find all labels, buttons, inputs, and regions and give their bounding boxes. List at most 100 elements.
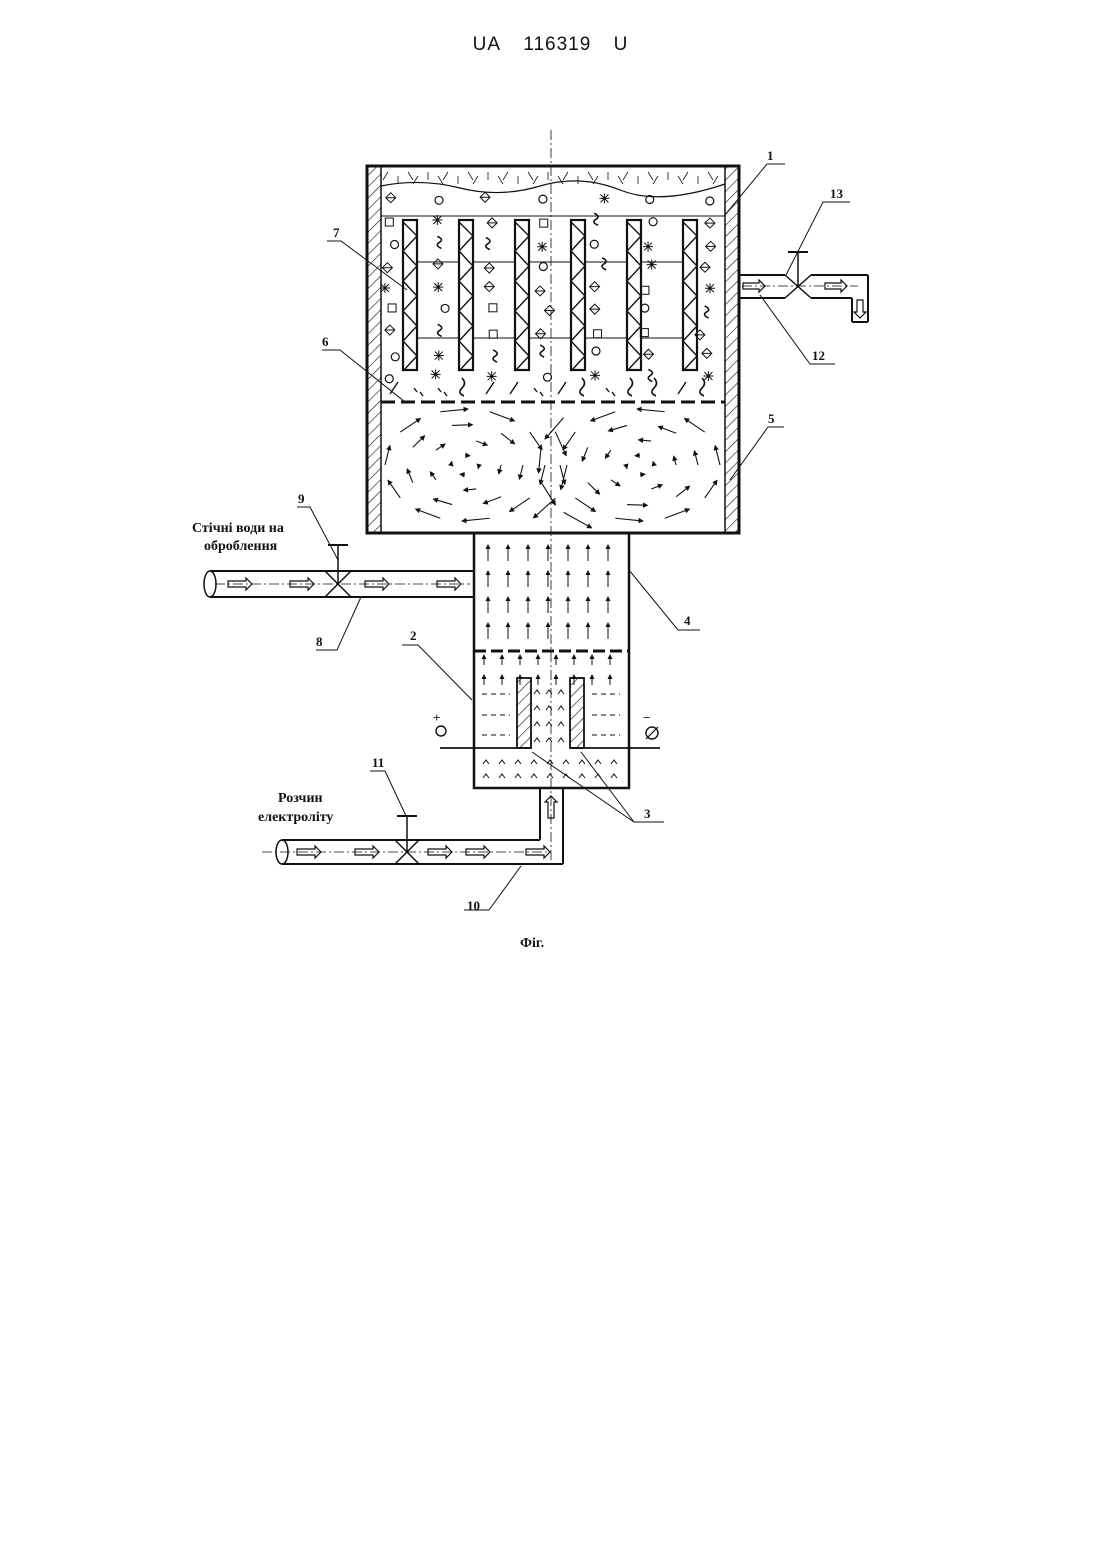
particle: [647, 260, 657, 270]
callout-12: 12: [812, 348, 825, 363]
vortex-arrow: [413, 436, 425, 447]
particle: [437, 236, 441, 248]
particle: [435, 196, 443, 204]
anode-plate: [517, 678, 531, 748]
foam-stroke: [588, 172, 593, 180]
bubble-chevron: [534, 690, 540, 694]
lower-chamber: [474, 533, 629, 788]
filter-plate-zigzag: [459, 222, 473, 371]
callout-3: 3: [644, 806, 651, 821]
vortex-arrow: [534, 498, 556, 518]
left-insulation-wall: [367, 166, 381, 533]
particle: [391, 241, 399, 249]
particle: [480, 192, 490, 202]
particle: [590, 370, 600, 380]
vortex-arrow: [588, 483, 600, 494]
vortex-arrow: [564, 512, 592, 527]
bubble-chevron: [558, 738, 564, 742]
particle: [590, 282, 600, 292]
sediment-mark: [606, 388, 615, 396]
bubble-chevron: [499, 760, 505, 764]
foam-stroke: [533, 176, 538, 184]
particle: [705, 218, 715, 228]
particle: [432, 215, 442, 225]
callout-7: 7: [333, 225, 340, 240]
bubble-chevron: [611, 774, 617, 778]
vortex-arrow: [440, 409, 468, 412]
vortex-arrow: [653, 462, 654, 465]
callout-9: 9: [298, 491, 305, 506]
foam-stroke: [503, 172, 508, 180]
vortex-arrow: [478, 465, 479, 468]
particle: [431, 369, 441, 379]
filter-plate-zigzag: [515, 222, 529, 371]
vortex-arrow: [582, 447, 587, 461]
vortex-arrow: [541, 482, 555, 505]
vortex-arrow: [451, 462, 452, 465]
sediment-mark: [628, 378, 633, 396]
sediment-mark: [438, 388, 447, 396]
vortex-arrow: [462, 518, 490, 521]
upflow-arrows: [483, 545, 617, 778]
particle: [539, 195, 547, 203]
bubble-chevron: [558, 706, 564, 710]
vortex-arrow: [575, 498, 595, 512]
vortex-arrow: [499, 465, 501, 474]
callout-13: 13: [830, 186, 844, 201]
vortex-arrow: [605, 450, 610, 458]
bubble-chevron: [499, 774, 505, 778]
particle: [644, 349, 654, 359]
foam-layer: [383, 172, 718, 184]
bubble-chevron: [579, 774, 585, 778]
filter-plate-zigzag: [571, 222, 585, 371]
bubble-chevron: [579, 760, 585, 764]
particle: [540, 345, 544, 357]
vortex-arrow: [561, 465, 567, 489]
sediment-mark: [652, 378, 657, 396]
particle: [599, 193, 609, 203]
vortex-arrow: [685, 419, 705, 433]
vortex-arrow: [705, 480, 717, 498]
particle: [537, 242, 547, 252]
bubble-chevron: [595, 760, 601, 764]
vortex-arrow: [416, 509, 441, 518]
vortex-arrow: [510, 498, 530, 512]
vortex-arrow: [545, 418, 564, 439]
particle: [543, 373, 551, 381]
outlet-pipe: [739, 252, 868, 322]
foam-stroke: [438, 176, 443, 184]
vortex-arrow: [637, 409, 665, 412]
vortex-arrow: [540, 465, 545, 484]
particle: [441, 304, 449, 312]
vortex-arrow: [452, 425, 472, 426]
sediment-mark: [580, 378, 585, 396]
sediment-mark: [510, 382, 518, 394]
particle: [539, 263, 547, 271]
callout-1: 1: [767, 148, 774, 163]
vortex-arrow: [676, 486, 689, 497]
bubble-chevron: [534, 706, 540, 710]
foam-stroke: [498, 176, 503, 184]
figure-caption: Фіг.: [520, 936, 544, 951]
particle: [385, 218, 393, 226]
vortex-arrow: [519, 465, 523, 479]
vortex-arrow: [407, 469, 412, 483]
sludge-particles: [380, 192, 716, 396]
particle: [602, 258, 606, 270]
particle: [544, 306, 554, 316]
particle: [433, 282, 443, 292]
vortex-arrow: [436, 444, 445, 450]
particle: [388, 304, 396, 312]
foam-stroke: [678, 176, 683, 184]
foam-stroke: [648, 172, 653, 180]
particle: [540, 219, 548, 227]
particle: [641, 286, 649, 294]
vortex-arrow: [694, 451, 698, 465]
particle: [643, 242, 653, 252]
callout-8: 8: [316, 634, 323, 649]
foam-stroke: [623, 172, 628, 180]
particle: [484, 263, 494, 273]
particle: [700, 262, 710, 272]
particle: [386, 193, 396, 203]
vortex-arrow: [476, 441, 487, 445]
